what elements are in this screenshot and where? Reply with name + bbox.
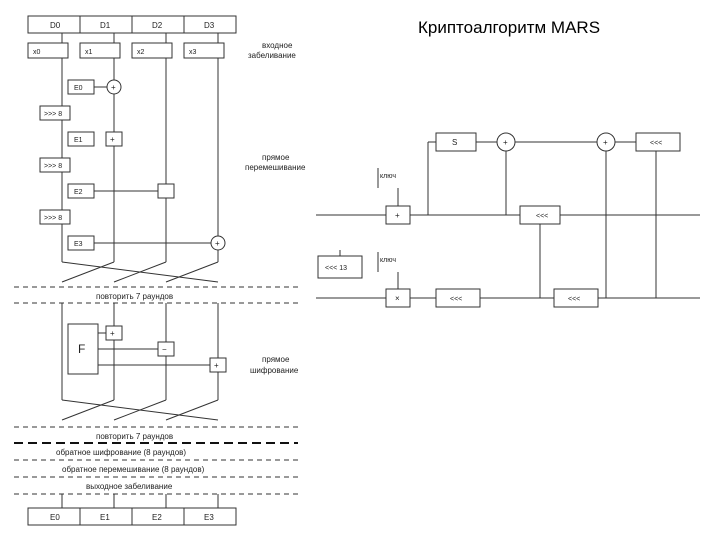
box-shift-1: [39, 105, 71, 121]
label-shift-1: >>> 8: [44, 111, 62, 118]
box-e1: [67, 131, 95, 147]
page-title: Криптоалгоритм MARS: [418, 18, 601, 37]
phase1-label-line2: забеливание: [248, 51, 296, 60]
label-e0: E0: [74, 85, 83, 92]
label-rot-top: <<<: [650, 140, 662, 147]
label-e1: E1: [74, 137, 83, 144]
stage-back-mix: обратное перемешивание (8 раундов): [62, 465, 205, 474]
op-add-3-label: +: [215, 239, 220, 248]
label-shift-3: >>> 8: [44, 215, 62, 222]
label-e2: E2: [74, 189, 83, 196]
output-e1: E1: [100, 513, 110, 522]
op-add-4-label: +: [110, 329, 115, 338]
phase2-label-line1: прямое: [262, 153, 290, 162]
repeat-label-2: повторить 7 раундов: [96, 432, 173, 441]
input-d2-label: D2: [152, 21, 163, 30]
output-e0: E0: [50, 513, 60, 522]
phase3-label-line2: шифрование: [250, 366, 299, 375]
key-label-2: ключ: [380, 257, 396, 264]
label-input: <<< 13: [325, 265, 347, 272]
op-r3-label: +: [395, 211, 400, 220]
repeat-label-1: повторить 7 раундов: [96, 292, 173, 301]
label-rot2: <<<: [450, 296, 462, 303]
stage-back-encrypt: обратное шифрование (8 раундов): [56, 448, 186, 457]
input-d3-label: D3: [204, 21, 215, 30]
output-row: E0 E1 E2 E3: [27, 507, 237, 526]
output-e3: E3: [204, 513, 214, 522]
input-d0-label: D0: [50, 21, 61, 30]
reg-x0: x0: [33, 49, 41, 56]
label-e3: E3: [74, 241, 83, 248]
op-add-circle-2: [210, 235, 226, 251]
stage-output: выходное забеливание: [86, 482, 173, 491]
input-d1-label: D1: [100, 21, 111, 30]
op-sub-box-1: [157, 183, 175, 199]
output-e2: E2: [152, 513, 162, 522]
phase3-label-line1: прямое: [262, 355, 290, 364]
label-f: F: [78, 342, 85, 356]
op-add-5-label: +: [214, 361, 219, 370]
label-rot3: <<<: [568, 296, 580, 303]
op-r4-label: ×: [395, 294, 400, 303]
reg-x1: x1: [85, 49, 93, 56]
label-rot1: <<<: [536, 213, 548, 220]
op-sub-label: −: [162, 345, 167, 354]
op-r2-label: +: [603, 138, 608, 147]
phase2-label-line2: перемешивание: [245, 163, 306, 172]
input-header-row: D0 D1 D2 D3: [27, 15, 237, 34]
label-s: S: [452, 138, 457, 147]
op-add-2-label: +: [110, 135, 115, 144]
op-add-circle-1: [106, 79, 122, 95]
op-r1-label: +: [503, 138, 508, 147]
reg-x3: x3: [189, 49, 197, 56]
key-label-1: ключ: [380, 173, 396, 180]
phase1-label-line1: входное: [262, 41, 293, 50]
input-registers: x0 x1 x2 x3: [27, 33, 225, 59]
op-add-box-1: [105, 131, 123, 147]
box-shift-3: [39, 209, 71, 225]
box-shift-2: [39, 157, 71, 173]
label-shift-2: >>> 8: [44, 163, 62, 170]
reg-x2: x2: [137, 49, 145, 56]
right-diagram: S + + <<< ключ + <<< <<< 13 ключ ×: [316, 132, 700, 308]
op-add-1-label: +: [111, 83, 116, 92]
